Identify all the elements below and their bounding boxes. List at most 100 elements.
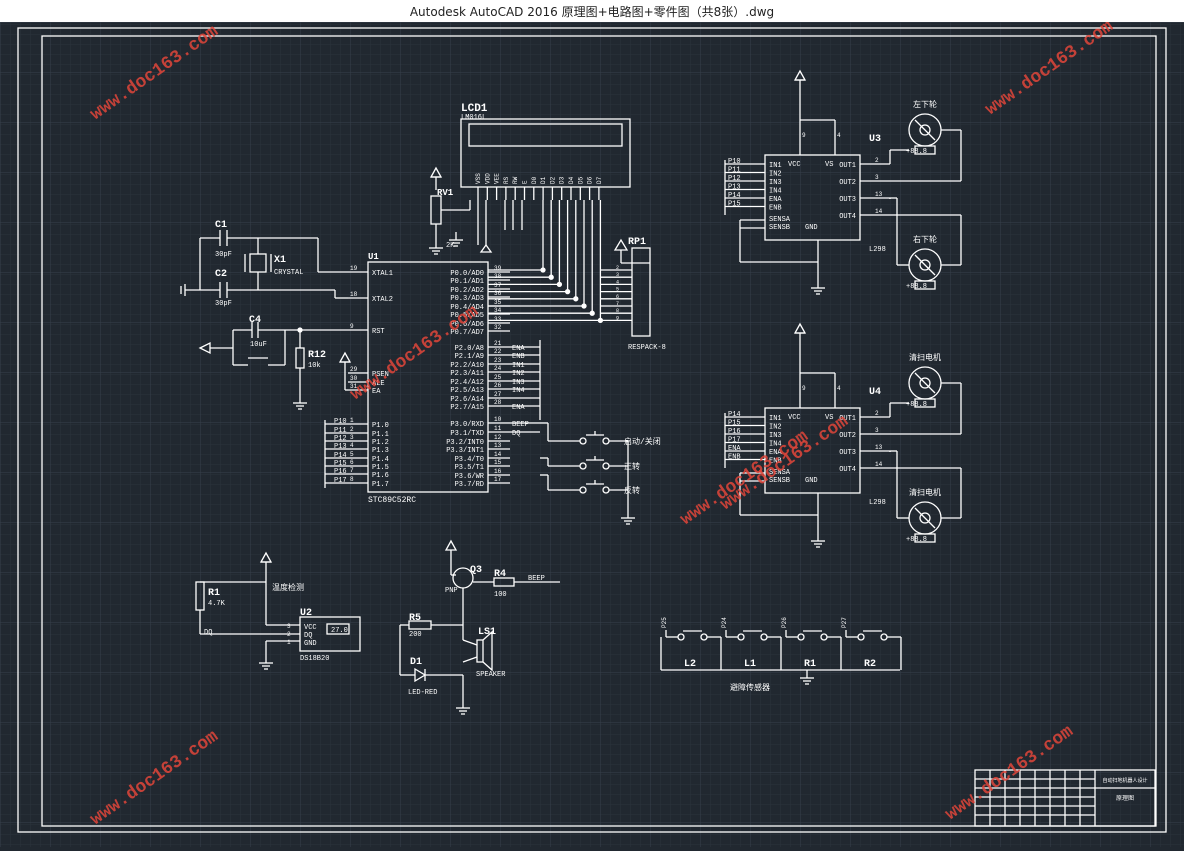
mcu-pin-num: 3	[350, 434, 354, 441]
ds18b20-pin-DQ: DQ	[304, 632, 312, 640]
mcu-pin-P1.3: P1.3	[372, 447, 389, 455]
p2-net: ENA	[512, 404, 525, 412]
u3-pin-ENB: ENB	[769, 205, 782, 213]
p1-net: P12	[334, 435, 347, 443]
lcd-pin-E: E	[522, 180, 529, 184]
u4-pin: SENSB	[769, 477, 790, 485]
respack-ref: RP1	[628, 237, 646, 248]
temp-net: DQ	[204, 629, 212, 637]
sensor-net: P24	[721, 617, 728, 628]
u4-motor-top-value: +88.8	[906, 401, 927, 409]
u4-ref: U4	[869, 387, 881, 398]
respack-pin-num: 8	[616, 308, 619, 314]
q3-ref: Q3	[470, 565, 482, 576]
mcu-pin-P0.0/AD0: P0.0/AD0	[450, 270, 484, 278]
switch-contact	[579, 462, 587, 470]
u4-pin-IN1: IN1	[769, 415, 782, 423]
u4-pin: GND	[805, 477, 818, 485]
u4-in-net: ENB	[728, 454, 741, 462]
u4-pin-OUT3: OUT3	[839, 449, 856, 457]
mcu-pin-num: 6	[350, 459, 354, 466]
junction-dot	[589, 310, 595, 316]
led-body	[414, 667, 427, 683]
u3-pin: GND	[805, 224, 818, 232]
ds18b20-ref: U2	[300, 608, 312, 619]
u3-motor-top-value: +88.8	[906, 148, 927, 156]
sensor-contact	[677, 633, 685, 641]
mcu-pin-P3.1/TXD: P3.1/TXD	[450, 430, 484, 438]
mcu-pin-P0.4/AD4: P0.4/AD4	[450, 304, 484, 312]
p2-net: ENB	[512, 353, 525, 361]
u4-in-net: P17	[728, 437, 741, 445]
respack-pin-num: 4	[616, 279, 619, 285]
title-sheet: 原理图	[1116, 795, 1134, 802]
sensor-net: P27	[841, 617, 848, 628]
mcu-pin-P0.2/AD2: P0.2/AD2	[450, 287, 484, 295]
mcu-pin-P1.6: P1.6	[372, 472, 389, 480]
lcd-pin-D1: D1	[540, 176, 547, 184]
mcu-pin-RST: RST	[372, 328, 385, 336]
mcu-pin-P2.0/A8: P2.0/A8	[455, 345, 484, 353]
u4-part: L298	[869, 499, 886, 507]
wire-layer	[17, 27, 1167, 833]
u3-pin-num: 4	[837, 132, 841, 139]
ds18b20-body	[299, 616, 361, 652]
mcu-pin-num: 10	[494, 416, 502, 423]
p1-net: P15	[334, 460, 347, 468]
mcu-pin-num: 12	[494, 434, 502, 441]
p3-net: DQ	[512, 430, 520, 438]
sensor-net: P26	[781, 617, 788, 628]
u3-part: L298	[869, 246, 886, 254]
u4-pin-IN3: IN3	[769, 432, 782, 440]
u4-pin: SENSA	[769, 469, 791, 477]
mcu-pin-EA: EA	[372, 388, 381, 396]
u3-pin-num: 9	[802, 132, 806, 139]
u3-pin-OUT2: OUT2	[839, 179, 856, 187]
mcu-pin-P1.1: P1.1	[372, 431, 389, 439]
pot-ref: RV1	[437, 188, 454, 198]
mcu-pin-num: 17	[494, 476, 502, 483]
mcu-pin-num: 29	[350, 366, 358, 373]
mcu-pin-num: 31	[350, 383, 358, 390]
lcd-pin-D3: D3	[559, 176, 566, 184]
u3-pin: VCC	[788, 161, 801, 169]
u4-in-net: P14	[728, 411, 741, 419]
r5-ref: R5	[409, 613, 421, 624]
lcd-pin-D5: D5	[577, 176, 584, 184]
u3-out-num: 3	[875, 174, 879, 181]
ds18b20-pin-num: 1	[287, 639, 291, 646]
crystal-ref: X1	[274, 255, 286, 266]
u4-motor-top-mark	[914, 372, 936, 394]
spk-wire	[462, 656, 478, 663]
junction-dot	[573, 296, 579, 302]
title-name: 自动扫地机器人设计	[1102, 777, 1147, 784]
mcu-pin-num: 5	[350, 451, 354, 458]
p3-net: BEEP	[512, 421, 529, 429]
mcu-pin-P0.5/AD5: P0.5/AD5	[450, 312, 484, 320]
u3-in-net: P14	[728, 192, 741, 200]
u3-motor-top-display	[914, 145, 936, 155]
mcu-pin-num: 16	[494, 468, 502, 475]
mcu-pin-P2.5/A13: P2.5/A13	[450, 387, 484, 395]
lcd-vdd-arrow	[479, 243, 493, 253]
mcu-pin-num: 33	[494, 316, 502, 323]
r4-value: 100	[494, 591, 507, 599]
respack-pin-num: 2	[616, 265, 619, 271]
mcu-pin-P1.2: P1.2	[372, 439, 389, 447]
mcu-pin-num: 18	[350, 291, 358, 298]
u3-pin-IN1: IN1	[769, 162, 782, 170]
r1-value: 4.7K	[208, 600, 226, 608]
q3-type: PNP	[445, 587, 458, 595]
c4-ref: C4	[249, 315, 261, 326]
window-title: Autodesk AutoCAD 2016 原理图+电路图+零件图（共8张）.d…	[409, 5, 775, 19]
p1-net: P13	[334, 443, 347, 451]
p1-net: P17	[334, 477, 347, 485]
respack-pin-num: 9	[616, 315, 619, 321]
sensor-contact	[857, 633, 865, 641]
u3-motor-bottom-label: 右下轮	[913, 234, 937, 245]
outer-border	[17, 27, 1167, 833]
mcu-pin-P2.4/A12: P2.4/A12	[450, 379, 484, 387]
u3-motor-top-label: 左下轮	[913, 99, 937, 110]
